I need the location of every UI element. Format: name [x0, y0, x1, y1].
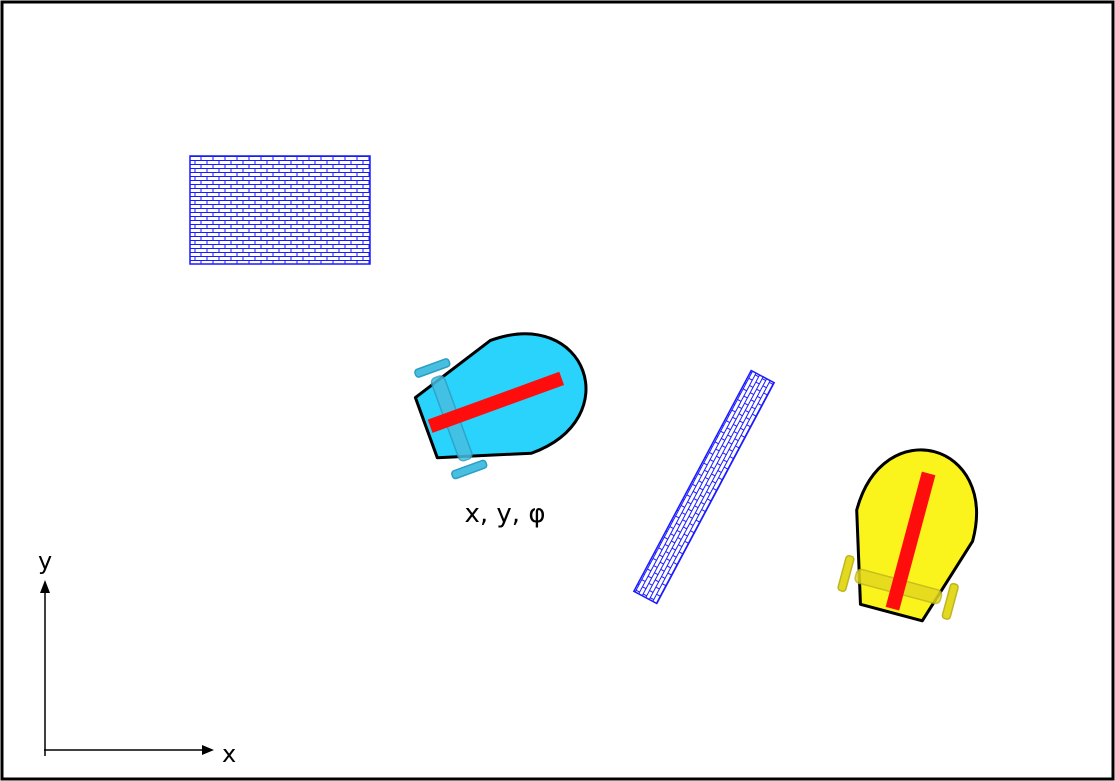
coordinate-axes: x y	[38, 547, 236, 768]
robot-primary-wheel-left	[414, 358, 451, 378]
robot-secondary-wheel-right	[941, 582, 959, 620]
robot-secondary	[837, 448, 978, 623]
robot-pose-label: x, y, φ	[465, 499, 546, 529]
x-axis-arrowhead	[202, 745, 214, 755]
robot-secondary-heading-stripe	[885, 471, 936, 611]
obstacle-diagonal-wall	[632, 369, 776, 605]
robot-secondary-wheel-left	[837, 554, 855, 592]
x-axis-label: x	[222, 740, 236, 768]
y-axis-arrowhead	[40, 580, 50, 593]
obstacle-rectangle	[189, 155, 371, 265]
robot-primary-wheel-right	[451, 459, 488, 480]
robot-primary	[413, 332, 588, 480]
y-axis-label: y	[38, 547, 52, 575]
robot-primary-heading-stripe	[427, 371, 565, 433]
